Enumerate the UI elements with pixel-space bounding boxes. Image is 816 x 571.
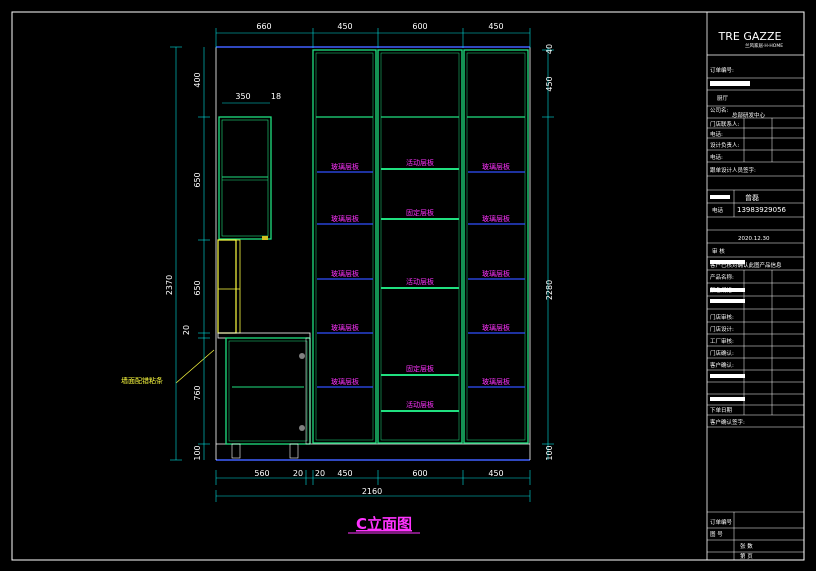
base-leg-right <box>289 443 299 459</box>
tb-room: 厨厅 <box>717 95 729 102</box>
wall-cabinet-handle <box>262 236 268 240</box>
label-fixed-2: 固定层板 <box>406 364 434 373</box>
dim-right-1: 40 <box>545 44 554 54</box>
side-label: 墙面配错粘条 <box>121 376 163 385</box>
tb-review: 审 核 <box>712 247 725 255</box>
tb-color: 颜色规格: <box>710 286 734 294</box>
tb-order-code: 订单编号 <box>710 518 733 526</box>
tb-sheet: 张 数 <box>740 542 753 550</box>
tb-date: 2020.12.30 <box>738 236 770 242</box>
tb-factory-review: 工厂审核: <box>710 337 734 345</box>
dim-right-4: 100 <box>545 445 554 460</box>
tb-phone-value: 13983929056 <box>737 206 787 214</box>
drawing-title: C立面图 <box>356 515 412 533</box>
tb-store-review: 门店审核: <box>710 313 734 321</box>
dim-left-1: 400 <box>193 72 202 87</box>
side-label-leader <box>175 349 215 384</box>
label-movable-2: 活动层板 <box>406 277 434 286</box>
label-glass-3d: 玻璃层板 <box>482 323 510 332</box>
dim-top-2: 450 <box>337 22 352 31</box>
dim-total-height: 2370 <box>165 275 174 295</box>
tb-confirm: 客户已核对确认此图产品信息 <box>710 261 782 269</box>
base-side-post <box>305 337 311 445</box>
tb-client-confirm: 客户确认: <box>710 361 734 369</box>
tall-cabinet-3 <box>463 49 529 444</box>
dim-bottom-2: 20 <box>293 469 303 478</box>
dim-bottom-4: 450 <box>337 469 352 478</box>
dim-bottom-1: 560 <box>254 469 269 478</box>
tb-order-person: 跟单设计人员签字: <box>710 166 756 174</box>
tb-phone2: 电话: <box>710 153 723 161</box>
tall-cabinet-1 <box>312 49 377 444</box>
dim-bottom-6: 450 <box>488 469 503 478</box>
middle-panel <box>217 239 237 334</box>
label-glass-3e: 玻璃层板 <box>482 377 510 386</box>
wall-cabinet-inner <box>221 119 269 237</box>
label-glass-3b: 玻璃层板 <box>482 214 510 223</box>
dim-cabinet-thick: 18 <box>271 92 281 101</box>
dim-top-3: 600 <box>412 22 427 31</box>
elevation-drawing: 玻璃层板 玻璃层板 玻璃层板 玻璃层板 玻璃层板 玻璃层板 玻璃层板 玻璃层板 … <box>121 46 531 461</box>
dim-left-4: 20 <box>182 325 191 335</box>
dim-bottom-5: 600 <box>412 469 427 478</box>
dim-bottom-3: 20 <box>315 469 325 478</box>
brand-sub: 兰风家居·H-HOME <box>745 42 783 49</box>
dim-left-2: 650 <box>193 172 202 187</box>
middle-panel-right <box>235 239 241 334</box>
tb-product-name: 产品名称: <box>710 273 734 281</box>
tb-order-no: 订单编号: <box>710 66 734 74</box>
dim-left-5: 760 <box>193 385 202 400</box>
dim-right-2: 450 <box>545 76 554 91</box>
base-knob-top <box>299 353 305 359</box>
tb-design-contact: 设计负责人: <box>710 141 740 149</box>
tb-company-a: 公司名: <box>710 106 729 114</box>
tb-order-date: 下单日期 <box>710 406 733 414</box>
wall-cabinet <box>218 116 272 240</box>
dim-left-3: 650 <box>193 280 202 295</box>
dim-top-4: 450 <box>488 22 503 31</box>
dim-total-width: 2160 <box>362 487 382 496</box>
tb-store-design: 门店设计: <box>710 325 734 333</box>
label-glass-1b: 玻璃层板 <box>331 214 359 223</box>
base-leg-left <box>231 443 241 459</box>
dim-cabinet-width: 350 <box>235 92 250 101</box>
title-block: TRE GAZZE 兰风家居·H-HOME <box>706 11 805 561</box>
dimension-labels: 660 450 600 450 560 20 20 450 600 450 21… <box>165 22 554 496</box>
brand-logo: TRE GAZZE <box>718 30 782 43</box>
tb-drawing: 图 号 <box>710 530 723 538</box>
tall-cabinet-2 <box>377 49 463 444</box>
label-glass-1a: 玻璃层板 <box>331 162 359 171</box>
label-movable-3: 活动层板 <box>406 400 434 409</box>
dim-top-1: 660 <box>256 22 271 31</box>
base-cabinet-inner <box>228 340 308 442</box>
label-movable-1: 活动层板 <box>406 158 434 167</box>
tall-cabinet-3-inner <box>466 52 526 441</box>
label-glass-1c: 玻璃层板 <box>331 269 359 278</box>
dim-left-6: 100 <box>193 445 202 460</box>
base-knob-bottom <box>299 425 305 431</box>
tb-page: 第 页 <box>740 552 753 560</box>
label-fixed-1: 固定层板 <box>406 208 434 217</box>
base-cabinet <box>225 337 311 445</box>
tb-store-contact: 门店联系人: <box>710 120 740 128</box>
label-glass-1e: 玻璃层板 <box>331 377 359 386</box>
tall-cabinet-1-inner <box>315 52 374 441</box>
tall-cabinet-2-inner <box>380 52 460 441</box>
tb-phone-label: 电话 <box>712 206 724 214</box>
tb-client-sign: 客户确认签字: <box>710 418 745 426</box>
label-glass-1d: 玻璃层板 <box>331 323 359 332</box>
worktop <box>217 332 311 339</box>
dimension-lines <box>170 28 554 502</box>
label-glass-3c: 玻璃层板 <box>482 269 510 278</box>
tb-store-confirm: 门店确认: <box>710 349 734 357</box>
label-glass-3a: 玻璃层板 <box>482 162 510 171</box>
dim-right-3: 2280 <box>545 280 554 300</box>
tb-company-b: 总部研发中心 <box>732 111 766 119</box>
tb-phone: 电话: <box>710 130 723 138</box>
tb-designer-name: 曾磊 <box>745 193 759 202</box>
